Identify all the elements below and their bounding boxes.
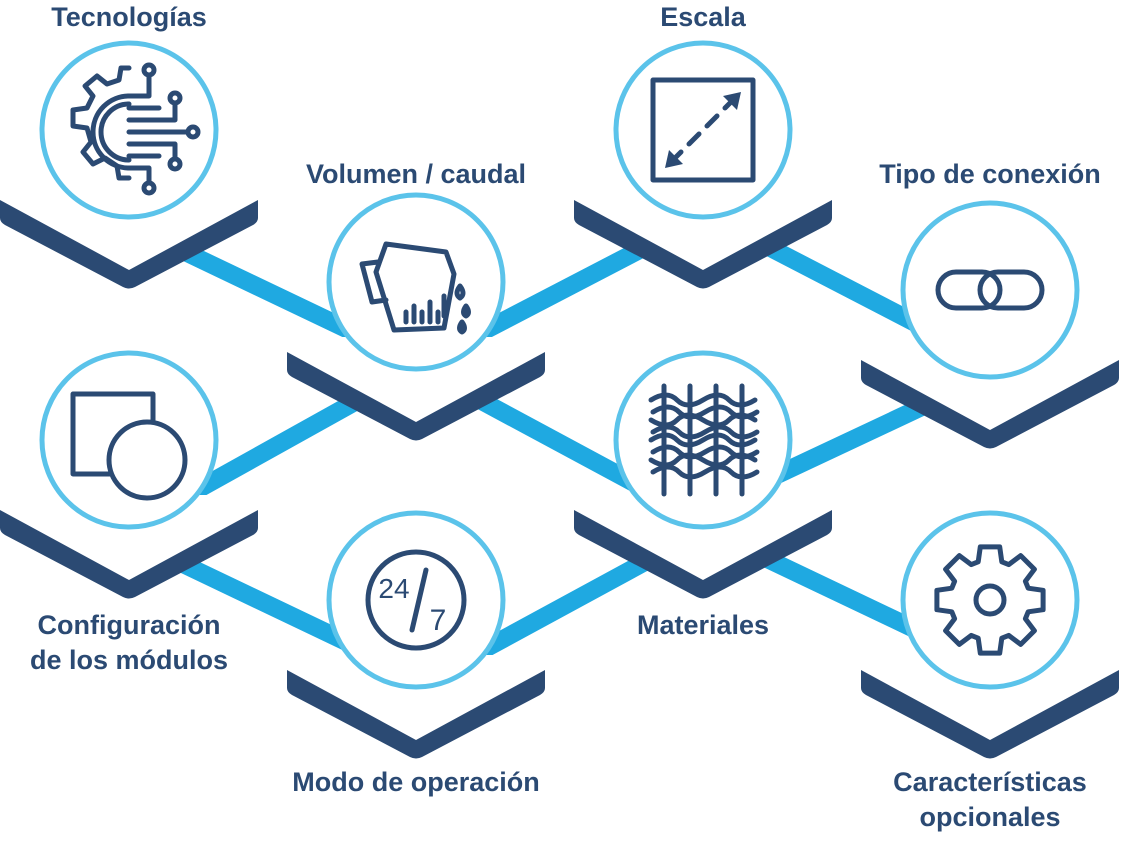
gear-circuit-icon — [70, 62, 201, 196]
measuring-jug-icon — [359, 241, 471, 335]
24-7-icon: 24 7 — [365, 549, 467, 651]
icon-text-24: 24 — [378, 573, 409, 604]
node-24-7: 24 7 — [287, 510, 545, 759]
node-ring — [900, 200, 1080, 380]
node-gear — [861, 510, 1119, 759]
label-volumen-caudal: Volumen / caudal — [305, 159, 527, 189]
icon-text-7: 7 — [430, 604, 447, 637]
label-configuracion: Configuración de los módulos — [30, 608, 228, 678]
label-line: de los módulos — [29, 645, 229, 675]
chevron-base — [861, 670, 1119, 759]
label-tecnologias: Tecnologías — [51, 2, 207, 32]
label-line: Configuración — [37, 610, 221, 640]
chevron-base — [574, 510, 832, 599]
label-materiales: Materiales — [636, 610, 770, 640]
scale-arrow-icon — [650, 77, 756, 183]
node-ring — [326, 192, 506, 372]
node-woven-mesh — [574, 350, 832, 599]
chain-link-icon — [935, 269, 1045, 311]
node-ring — [326, 510, 506, 690]
connectors — [156, 219, 964, 667]
node-module-shapes — [0, 350, 258, 599]
node-ring — [900, 510, 1080, 690]
chevron-base — [574, 200, 832, 289]
woven-mesh-icon — [648, 383, 760, 497]
label-modo-operacion: Modo de operación — [292, 767, 540, 797]
label-escala: Escala — [660, 2, 746, 32]
chevron-base — [0, 510, 258, 599]
node-gear-circuit — [0, 40, 258, 289]
node-chain-link — [861, 200, 1119, 449]
chevron-base — [287, 670, 545, 759]
chevron-base — [0, 200, 258, 289]
gear-icon — [934, 544, 1046, 656]
node-ring — [613, 40, 793, 220]
label-line: opcionales — [919, 802, 1061, 832]
node-measuring-jug — [287, 192, 545, 441]
label-line: Características — [893, 767, 1087, 797]
module-shapes-icon — [70, 391, 188, 501]
label-caracteristicas: Características opcionales — [893, 765, 1087, 835]
node-scale-arrow — [574, 40, 832, 289]
chevron-base — [287, 352, 545, 441]
label-tipo-conexion: Tipo de conexión — [879, 159, 1101, 189]
chevron-base — [861, 360, 1119, 449]
